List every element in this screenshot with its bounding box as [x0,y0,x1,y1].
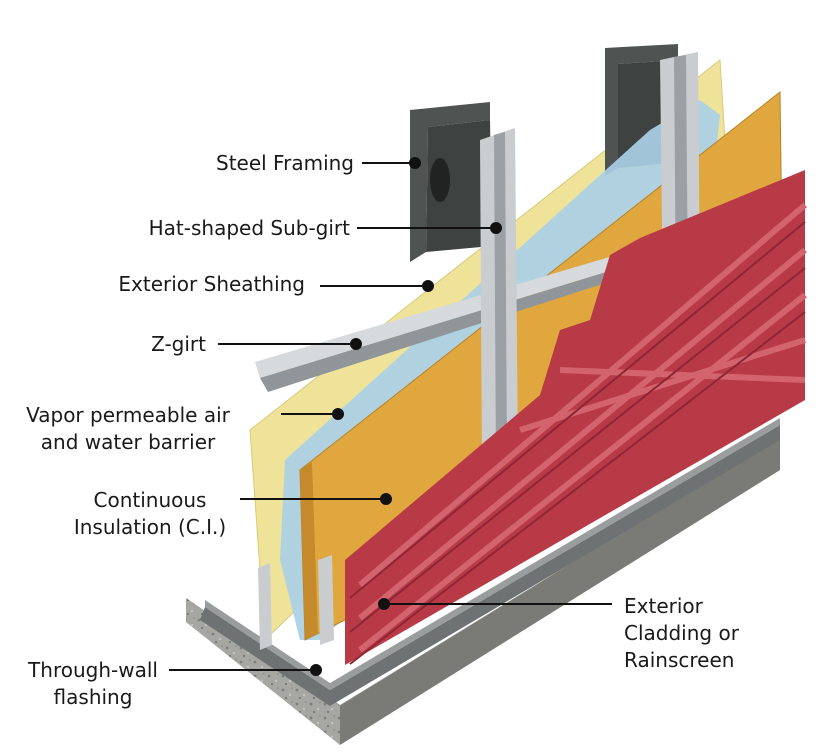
label-text-line1: Exterior [624,594,703,618]
label-text-line2: Cladding or [624,621,739,645]
label-text-line1: Vapor permeable air [26,403,230,427]
label-continuous-insulation: Continuous Insulation (C.I.) [40,487,260,541]
exterior-cladding [345,170,807,665]
label-text: Exterior Sheathing [118,272,305,296]
label-steel-framing: Steel Framing [216,150,354,177]
label-text: Z-girt [151,332,206,356]
label-text-line1: Through-wall [28,658,158,682]
label-air-water-barrier: Vapor permeable air and water barrier [8,402,248,456]
label-hat-shaped-sub-girt: Hat-shaped Sub-girt [149,215,350,242]
label-text-line1: Continuous [93,488,207,512]
label-text: Steel Framing [216,151,354,175]
label-exterior-cladding: Exterior Cladding or Rainscreen [624,593,739,674]
leader-lines [169,157,612,676]
label-text-line2: and water barrier [40,430,216,454]
label-exterior-sheathing: Exterior Sheathing [118,271,305,298]
label-text-line2: Insulation (C.I.) [73,515,227,539]
label-text: Hat-shaped Sub-girt [148,216,350,240]
label-text-line2: flashing [53,685,133,709]
label-z-girt: Z-girt [151,331,206,358]
label-through-wall-flashing: Through-wall flashing [8,657,178,711]
label-text-line3: Rainscreen [624,648,735,672]
